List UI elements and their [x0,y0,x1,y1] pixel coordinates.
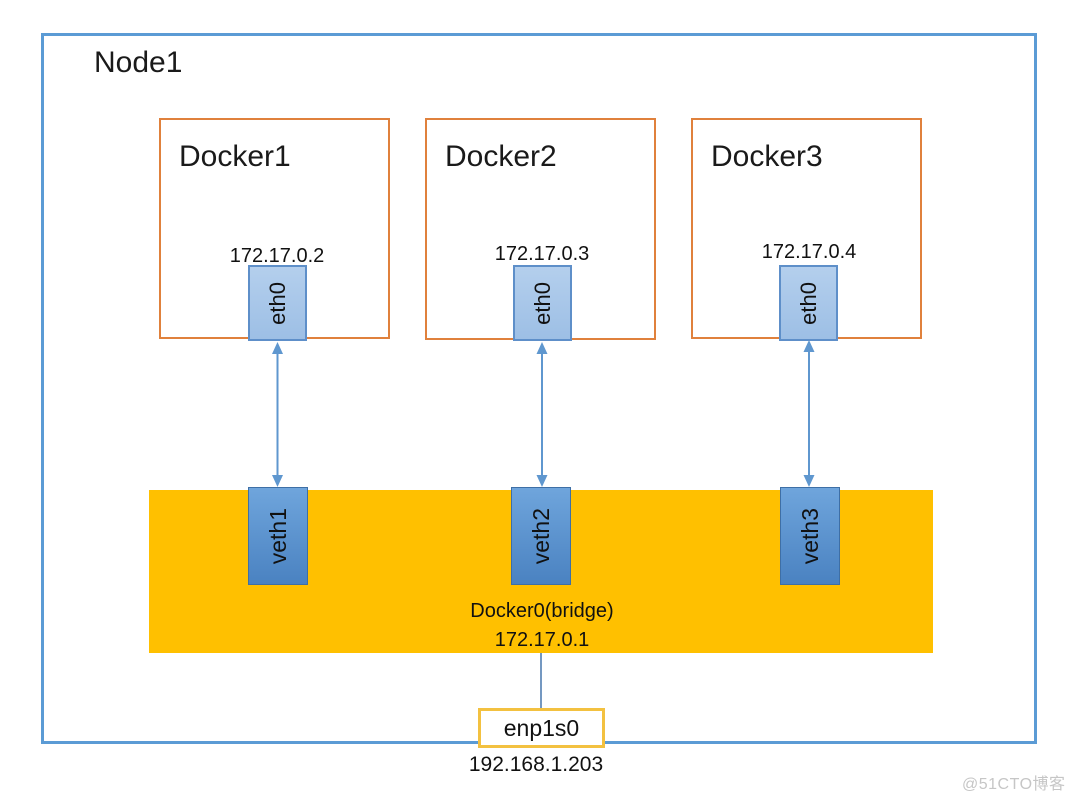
host-interface-box: enp1s0 [478,708,605,748]
bridge-ip-label: 172.17.0.1 [494,629,590,651]
docker1-eth0-label: eth0 [264,281,290,325]
veth1-label: veth1 [264,507,291,565]
veth2-box: veth2 [511,487,571,585]
docker3-eth0-box: eth0 [779,265,838,341]
node-label: Node1 [94,46,183,79]
bridge-to-host-connector [540,653,542,710]
docker2-eth0-ip: 172.17.0.3 [494,243,590,265]
docker3-title: Docker3 [711,140,823,173]
bridge-name-label: Docker0(bridge) [470,600,614,622]
docker2-title: Docker2 [445,140,557,173]
veth2-label: veth2 [527,507,554,565]
veth3-label: veth3 [796,507,823,565]
docker2-eth0-box: eth0 [513,265,572,341]
docker1-eth0-ip: 172.17.0.2 [229,245,325,267]
watermark: @51CTO博客 [962,776,1066,793]
docker1-eth0-box: eth0 [248,265,307,341]
veth3-box: veth3 [780,487,840,585]
host-ip-label: 192.168.1.203 [468,753,604,776]
docker3-eth0-ip: 172.17.0.4 [761,241,857,263]
host-interface-label: enp1s0 [503,714,580,741]
docker1-title: Docker1 [179,140,291,173]
docker3-eth0-label: eth0 [795,281,821,325]
docker2-eth0-label: eth0 [529,281,555,325]
veth1-box: veth1 [248,487,308,585]
